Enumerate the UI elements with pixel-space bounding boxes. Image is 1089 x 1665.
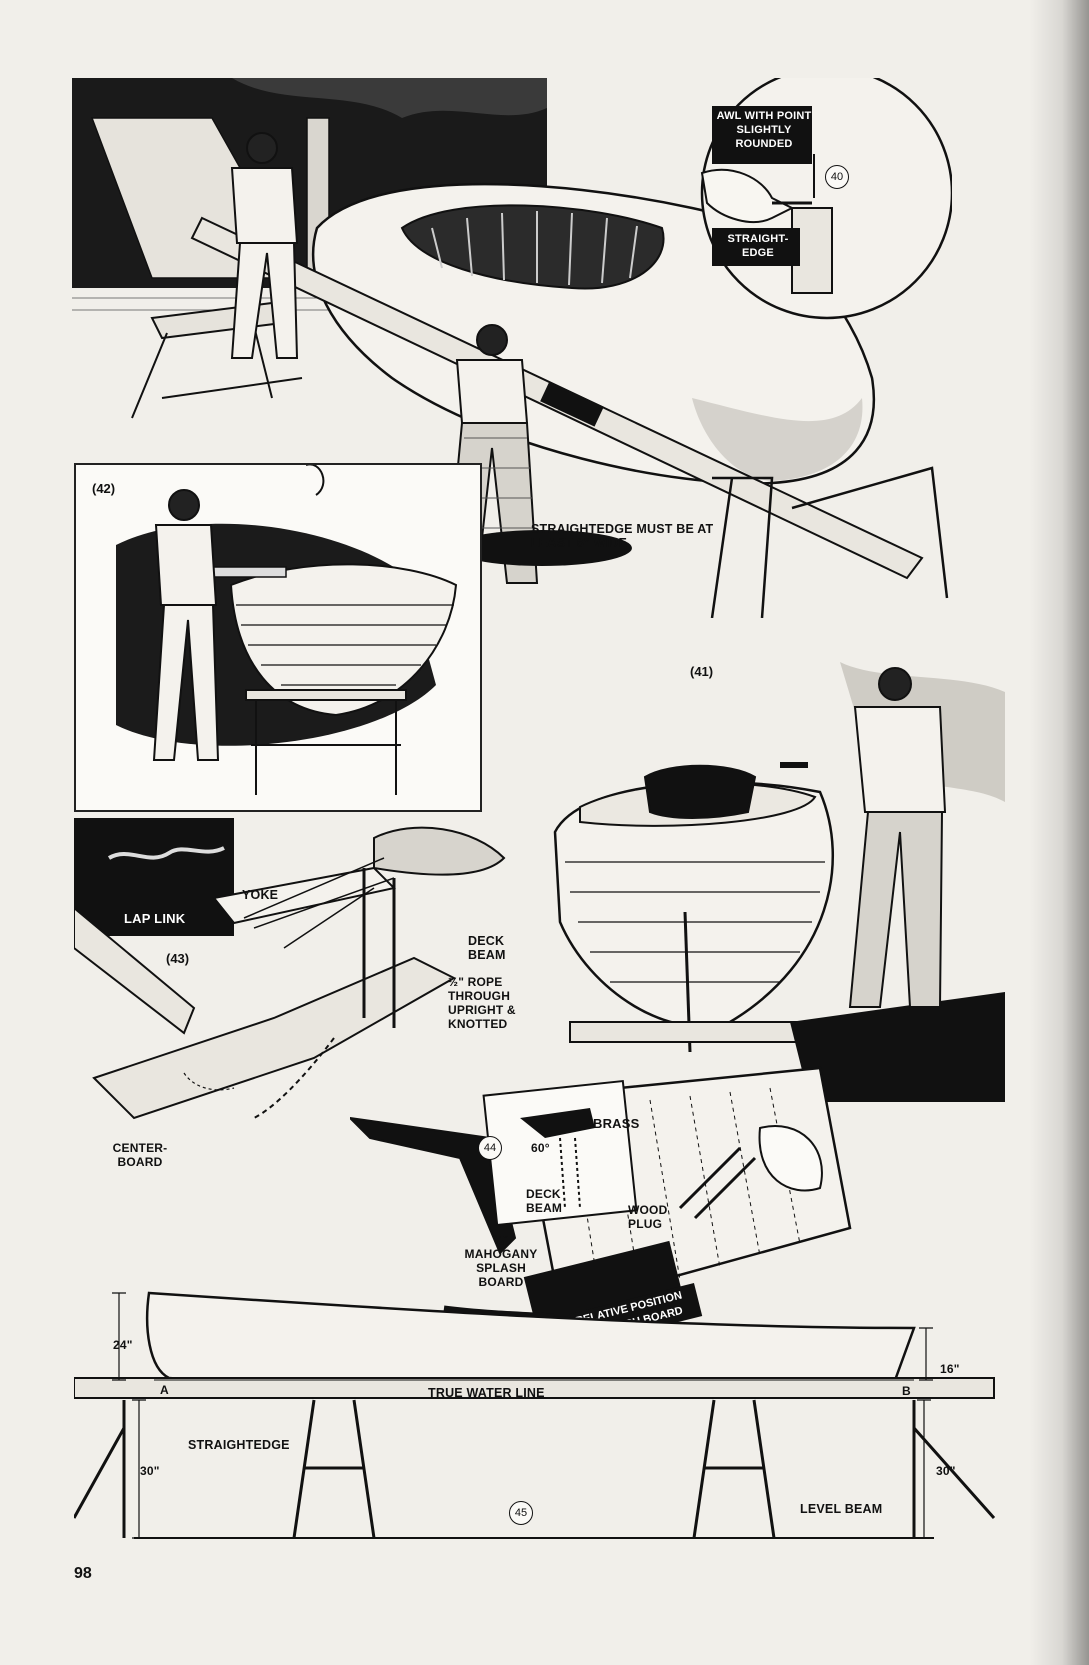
figure-45-number: 45 [509,1501,533,1525]
awl-callout: AWL WITH POINT SLIGHTLY ROUNDED [716,110,812,150]
dimension-16 [919,1327,933,1381]
awl-inset-label-bg [712,106,812,164]
yoke-callout: YOKE [242,888,279,902]
dim-24: 24" [113,1338,133,1352]
lap-link-chain [107,846,225,860]
rope-lines [243,857,395,949]
page-number: 98 [74,1565,92,1582]
figure-44-number: 44 [478,1136,502,1160]
lap-link-inset-bg [74,818,234,936]
straightedge-beam [74,1377,995,1399]
angle-callout: 60° [531,1141,550,1155]
plank-dark-band [540,381,604,427]
paint-brush [780,762,808,768]
fig42-paper-curl [306,465,325,496]
figure-42-number: (42) [92,481,116,496]
point-b: B [902,1384,911,1398]
bow-planks [565,861,825,983]
figure-41-number: (41) [690,664,714,679]
lap-link-label: LAP LINK [124,911,186,926]
support-right [912,1400,996,1538]
dimension-24 [112,1292,126,1381]
figure-42-panel: (42) [74,463,482,812]
dim-16: 16" [940,1362,960,1376]
straightedge-callout: STRAIGHTEDGE [188,1438,290,1452]
fig42-boat-bow [229,563,458,717]
upright-posts [362,868,396,1028]
straightedge-width-callout: STRAIGHTEDGE MUST BE AT LEAST 6" WIDE [531,522,714,550]
dimension-30-right [917,1399,931,1539]
painter-person [848,667,947,1008]
figure-43-number: (43) [166,951,190,966]
page-edge-shadow [1029,0,1089,1665]
splash-board-callout: ¾" MAHOGANY SPLASH BOARD [464,1233,538,1289]
person-left [230,132,299,359]
tree-foliage [232,78,547,118]
deck-plan-cutout [758,1125,823,1192]
sawhorse-right [710,466,949,618]
figure-41-painting-scene [553,662,1005,1102]
fig42-person [152,489,220,761]
support-left [74,1400,126,1538]
sawhorse-1 [292,1399,376,1539]
brass-detail-card [482,1079,638,1227]
deck-beam [373,826,506,876]
level-beam-callout: LEVEL BEAM [800,1502,883,1516]
wood-plug-callout: WOOD PLUG [628,1203,668,1231]
rope-callout: ½" ROPE THROUGH UPRIGHT & KNOTTED [448,975,516,1031]
bow-hatch [643,764,757,819]
deck-plan-splash-position [678,1146,757,1220]
hull-shading [692,398,863,481]
awl-inset-hand [700,168,795,223]
hull-profile [145,1291,916,1390]
brass-callout: BRASS [593,1116,640,1131]
yoke-frame [212,866,397,925]
deck-beam-detail-callout: DECK BEAM [526,1187,563,1215]
cockpit-ribs [431,211,638,286]
ground-shadow [452,530,632,566]
centerboard-callout: CENTER-BOARD [112,1141,168,1169]
figure-45-drawing [74,1291,996,1539]
brass-angle [520,1108,595,1138]
dim-30-right: 30" [936,1464,956,1478]
figure-43-drawing [74,818,506,1120]
dim-30-left: 30" [140,1464,160,1478]
deck-beam-callout: DECK BEAM [468,934,506,962]
straightedge-inset-callout: STRAIGHT-EDGE [727,233,789,259]
side-plank [74,906,196,1035]
figure-42-drawing [116,465,458,795]
ground-dark [790,992,1005,1102]
straightedge-label-bg [712,228,800,266]
fig42-boat-planks [236,604,454,686]
sawhorse-2 [692,1399,776,1539]
water-line-callout: TRUE WATER LINE [428,1386,545,1400]
gunwale-detail [443,1305,555,1319]
centerboard-dashed [253,1037,335,1119]
figure-top-scene [72,78,952,618]
fig42-stand [245,689,407,795]
centerboard-callout-line [183,1072,235,1091]
point-a: A [160,1383,169,1397]
figure-40-number: 40 [825,165,849,189]
